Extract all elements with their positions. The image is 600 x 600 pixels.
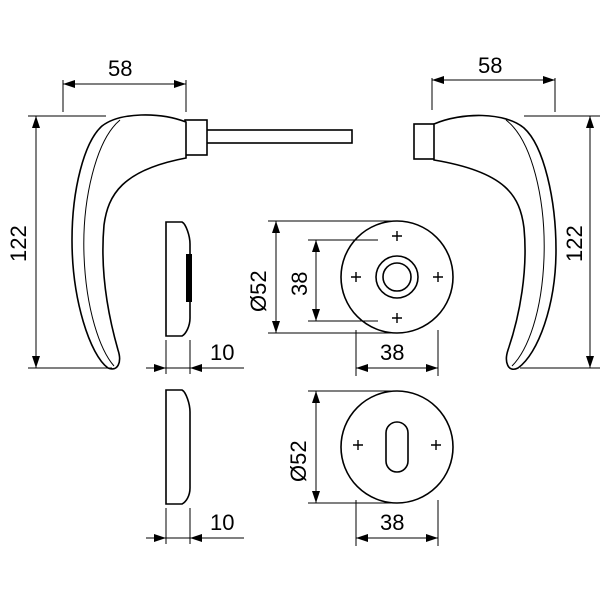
- key-escutcheon-front: [340, 390, 454, 504]
- right-handle-collar: [413, 123, 437, 160]
- rose-side-profile-top: [165, 221, 192, 337]
- escutcheon-screw-marks: [353, 440, 441, 450]
- dim-rose-top-width-label: 38: [380, 340, 404, 365]
- dim-left-handle-height-label: 122: [6, 225, 31, 262]
- dim-rose-top-inner-label: 38: [287, 272, 312, 296]
- rose-side-profile-bottom: [165, 389, 191, 505]
- key-hole: [385, 421, 409, 473]
- dim-rose-top-width: 38: [355, 330, 439, 376]
- dim-rose-thickness-bottom-label: 10: [210, 510, 234, 535]
- dim-rose-top-inner: 38: [287, 239, 378, 322]
- dim-rose-thickness-bottom: 10: [146, 508, 244, 544]
- dim-right-handle-height: 122: [520, 115, 600, 369]
- dim-rose-bottom-diameter-label: Ø52: [286, 440, 311, 482]
- left-spindle: [204, 129, 353, 144]
- right-lever-body: [433, 114, 557, 370]
- right-lever-handle: [413, 114, 557, 370]
- dim-rose-thickness-top-label: 10: [210, 340, 234, 365]
- dim-rose-thickness-top: 10: [146, 340, 244, 374]
- dim-rose-top-diameter-label: Ø52: [246, 270, 271, 312]
- dim-rose-bottom-width: 38: [355, 500, 439, 546]
- dim-left-handle-width-label: 58: [108, 56, 132, 81]
- dim-rose-top-diameter: Ø52: [246, 220, 396, 334]
- rose-top-clip: [186, 254, 192, 302]
- handle-rose-front: [340, 220, 454, 334]
- dim-right-handle-height-label: 122: [562, 225, 587, 262]
- dim-rose-bottom-diameter: Ø52: [286, 390, 396, 504]
- dim-right-handle-width-label: 58: [478, 53, 502, 78]
- dim-rose-bottom-width-label: 38: [380, 510, 404, 535]
- dim-left-handle-width: 58: [62, 56, 187, 112]
- dim-left-handle-height: 122: [6, 115, 112, 369]
- dim-right-handle-width: 58: [431, 53, 556, 112]
- left-handle-collar: [184, 119, 208, 156]
- left-lever-handle: [71, 114, 353, 370]
- rose-screw-marks: [351, 231, 443, 323]
